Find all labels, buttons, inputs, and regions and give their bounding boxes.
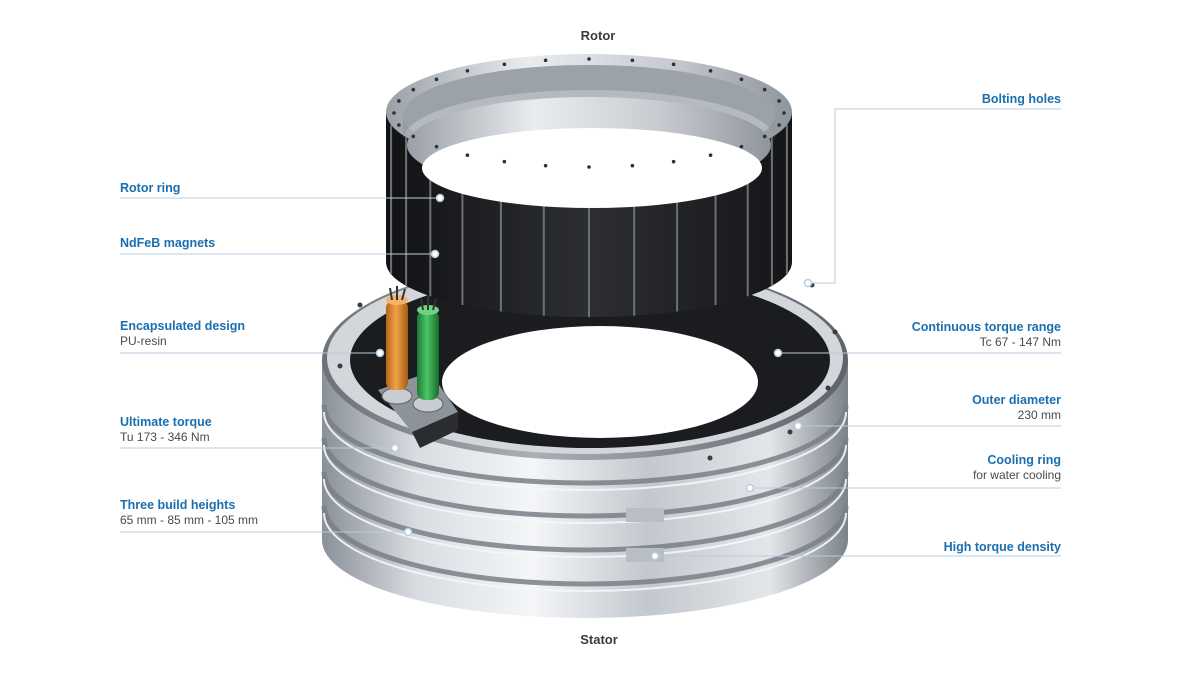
rotor-body	[386, 54, 792, 317]
callout-detail: Tc 67 - 147 Nm	[979, 335, 1061, 349]
callout-title: Ultimate torque	[120, 415, 212, 429]
bolt-hole	[671, 62, 676, 67]
bolt-hole	[739, 77, 744, 82]
callout-rotor-ring: Rotor ring	[120, 181, 180, 196]
bolt-hole	[762, 134, 767, 139]
bolt-hole	[587, 165, 591, 169]
callout-detail: 230 mm	[1017, 408, 1061, 422]
leader-lines	[120, 108, 1061, 557]
bolt-hole	[434, 77, 439, 82]
callout-title: Bolting holes	[981, 92, 1061, 106]
callout-three-build-heights: Three build heights 65 mm - 85 mm - 105 …	[120, 498, 258, 528]
callout-title: Cooling ring	[987, 453, 1061, 467]
callout-title: Rotor ring	[120, 181, 181, 195]
cable-connectors	[378, 286, 458, 448]
bolt-hole	[411, 134, 416, 139]
callout-bolting-holes: Bolting holes	[982, 92, 1061, 107]
bolt-hole	[671, 159, 676, 164]
rotor-heading: Rotor	[580, 28, 616, 43]
callout-detail: for water cooling	[972, 468, 1061, 482]
callout-title: NdFeB magnets	[120, 236, 216, 250]
callout-title: Three build heights	[120, 498, 236, 512]
bolt-hole	[630, 163, 635, 168]
bolt-hole	[708, 153, 713, 158]
bolt-hole	[587, 57, 591, 61]
callout-ndfeb-magnets: NdFeB magnets	[120, 236, 215, 251]
bolt-hole	[762, 87, 767, 92]
bolt-hole	[739, 144, 744, 149]
callout-title: High torque density	[943, 540, 1061, 554]
bolt-hole	[502, 159, 507, 164]
bolt-hole	[465, 68, 470, 73]
bolt-hole	[397, 99, 401, 103]
stator-heading: Stator	[580, 632, 618, 647]
callout-ultimate-torque: Ultimate torque Tu 173 - 346 Nm	[120, 415, 212, 445]
callout-title: Outer diameter	[972, 393, 1061, 407]
callout-cooling-ring: Cooling ring for water cooling	[973, 453, 1061, 483]
bolt-hole	[392, 111, 396, 115]
bolt-hole	[543, 163, 548, 168]
bolt-hole	[777, 99, 781, 103]
leader-endpoints	[375, 193, 813, 561]
bolt-hole	[502, 62, 507, 67]
callout-title: Continuous torque range	[911, 320, 1061, 334]
bolt-hole	[782, 111, 786, 115]
bolt-hole	[543, 58, 548, 63]
bolt-hole	[465, 153, 470, 158]
callout-detail: PU-resin	[120, 334, 167, 348]
bolt-hole	[708, 68, 713, 73]
callout-detail: Tu 173 - 346 Nm	[120, 430, 210, 444]
callout-title: Encapsulated design	[120, 319, 246, 333]
bolt-hole	[411, 87, 416, 92]
callout-detail: 65 mm - 85 mm - 105 mm	[120, 513, 259, 527]
callout-continuous-torque-range: Continuous torque range Tc 67 - 147 Nm	[912, 320, 1061, 350]
callout-outer-diameter: Outer diameter 230 mm	[972, 393, 1061, 423]
callout-encapsulated-design: Encapsulated design PU-resin	[120, 319, 245, 349]
bolt-hole	[630, 58, 635, 63]
stator-body	[321, 260, 849, 618]
bolt-hole	[434, 144, 439, 149]
bolt-hole	[397, 123, 401, 127]
callout-high-torque-density: High torque density	[944, 540, 1061, 555]
bolt-hole	[777, 123, 781, 127]
